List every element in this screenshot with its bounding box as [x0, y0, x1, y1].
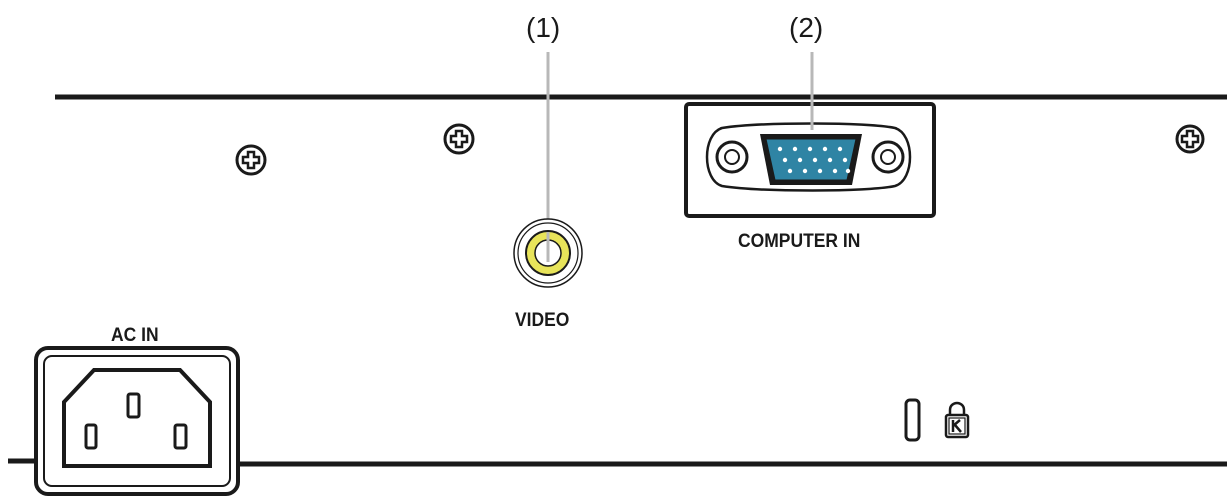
- computer-in-label: COMPUTER IN: [738, 231, 861, 252]
- vga-connector-icon: [705, 122, 912, 192]
- kensington-lock-icon: [944, 401, 970, 439]
- callout-1-label: (1): [526, 12, 561, 43]
- video-label: VIDEO: [515, 310, 570, 331]
- screw-icon: [1175, 124, 1205, 154]
- callout-2-label: (2): [789, 12, 824, 43]
- screw-icon: [235, 144, 267, 176]
- security-slot-icon: [904, 398, 921, 442]
- screw-icon: [443, 123, 475, 155]
- ac-inlet-icon: [34, 346, 240, 496]
- ac-in-label: AC IN: [111, 325, 159, 346]
